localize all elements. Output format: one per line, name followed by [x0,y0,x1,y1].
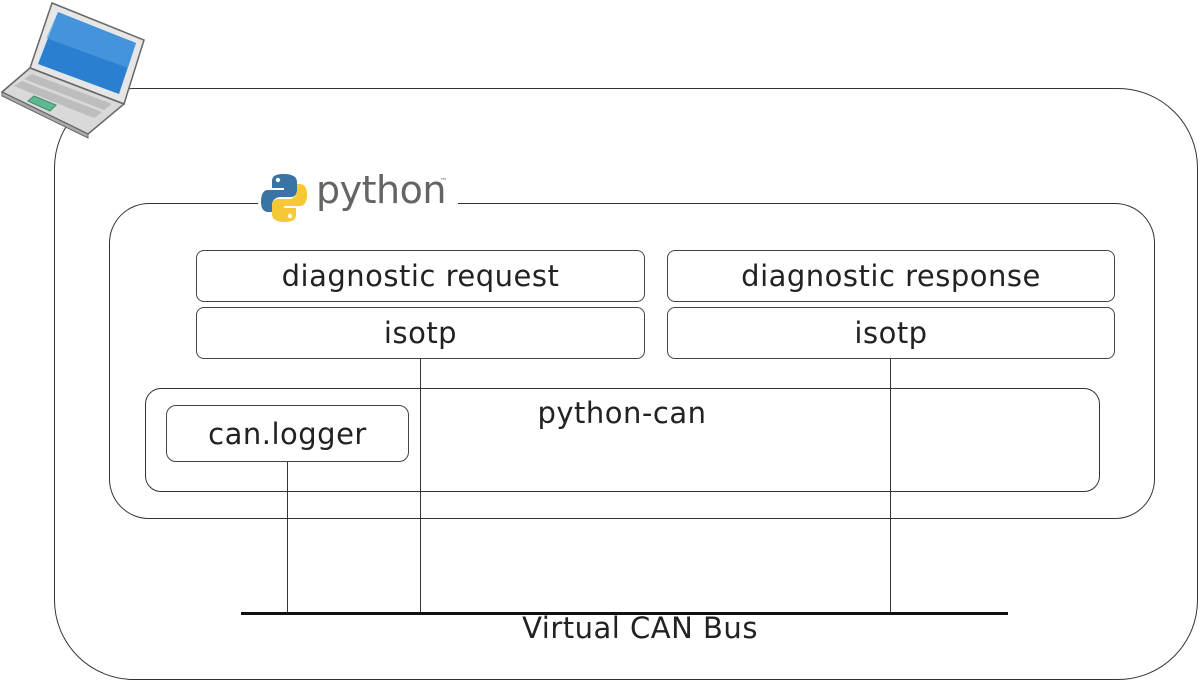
diagnostic-request-label: diagnostic request [281,259,560,293]
request-isotp-box: isotp [196,307,645,359]
diagnostic-response-box: diagnostic response [667,250,1115,302]
diagnostic-request-box: diagnostic request [196,250,645,302]
python-logo: python ™ [258,168,458,228]
python-wordmark: python [316,168,446,212]
laptop-icon [0,0,150,140]
python-trademark: ™ [440,177,447,185]
python-can-box [145,388,1100,492]
virtual-can-bus-label: Virtual CAN Bus [522,611,758,645]
python-environment-boundary [109,203,1155,519]
can-logger-label: can.logger [208,416,367,451]
response-bus-connector [890,359,891,614]
logger-bus-connector [287,462,288,614]
can-logger-box: can.logger [166,405,409,462]
diagnostic-response-label: diagnostic response [741,259,1041,293]
python-can-label: python-can [537,396,707,430]
response-isotp-box: isotp [667,307,1115,359]
request-bus-connector [420,359,421,614]
python-snake-icon [261,174,307,222]
request-isotp-label: isotp [383,316,458,350]
response-isotp-label: isotp [854,316,928,350]
host-machine-boundary [54,88,1198,680]
virtual-can-bus-line [241,612,1008,615]
